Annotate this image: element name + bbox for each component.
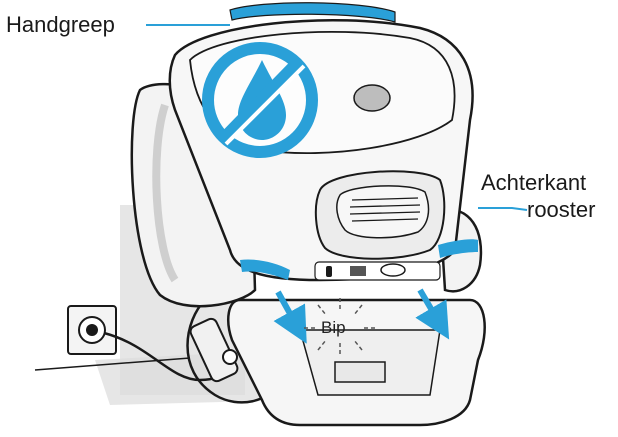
handle-highlight [230, 3, 395, 22]
beep-label: Bip [321, 318, 346, 338]
charging-base [228, 300, 484, 425]
back-grid-label-line1: Achterkant [481, 172, 586, 194]
handle-label: Handgreep [6, 14, 115, 36]
wall-socket-icon [68, 306, 116, 354]
no-water-prohibition-icon [208, 48, 312, 152]
back-grid-label-line2: rooster [527, 199, 595, 221]
robot-body [132, 20, 481, 306]
back-grid-leader-line [478, 208, 527, 210]
